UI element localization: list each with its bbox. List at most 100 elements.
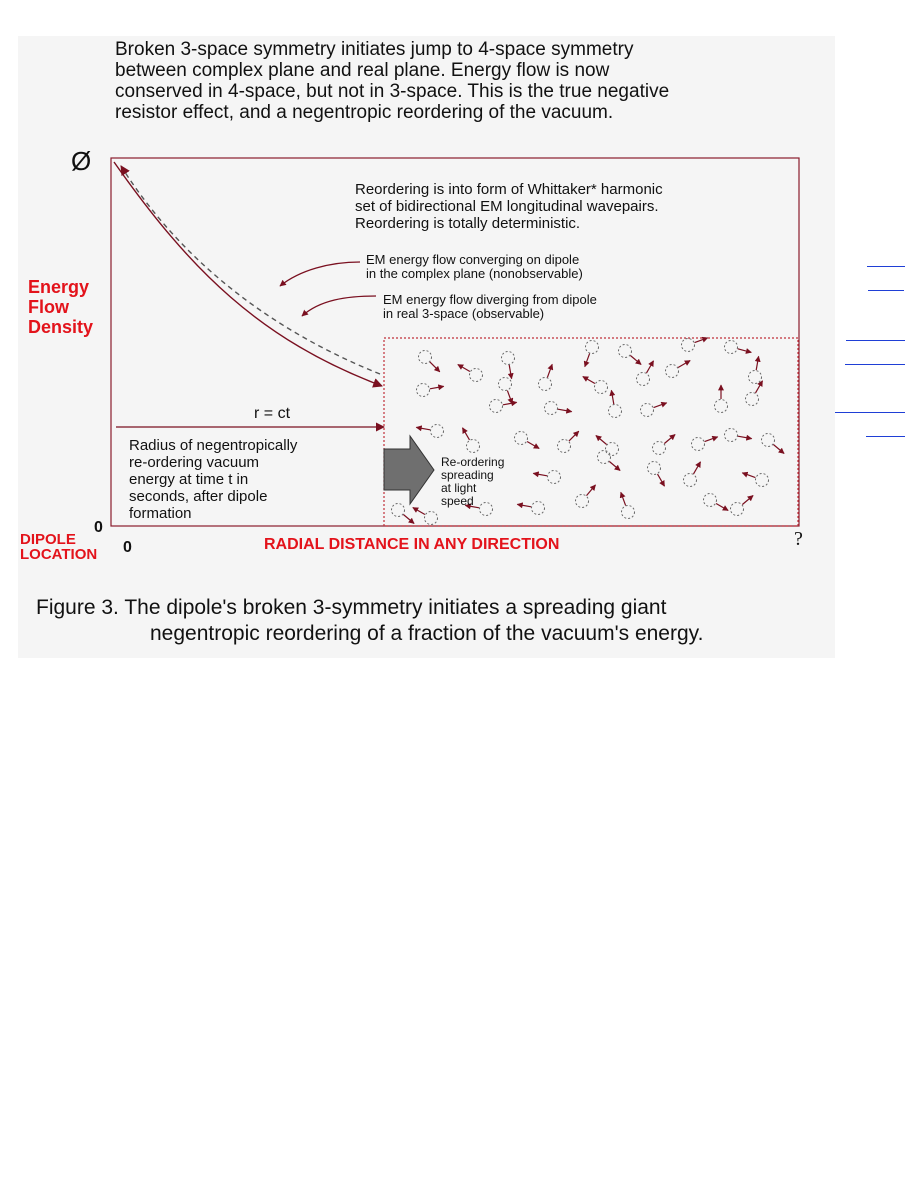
wavepair-arrow (664, 434, 676, 444)
edge-link[interactable] (835, 412, 905, 413)
wavepair-arrow (429, 384, 445, 391)
wavepair-arrow (582, 375, 596, 385)
heading-line: resistor effect, and a negentropic reord… (115, 102, 614, 123)
wavepair-circle (391, 503, 405, 517)
wavepair-circle (691, 437, 705, 451)
wavepair-circle (745, 392, 759, 406)
wavepair-arrow (645, 360, 655, 374)
x-axis-end-label: ? (794, 528, 803, 550)
spreading-block-arrow (383, 434, 435, 506)
wavepair-arrow (737, 434, 753, 441)
wavepair-arrow (694, 336, 709, 344)
wavepair-circle (557, 439, 571, 453)
wavepair-arrow (619, 491, 627, 506)
wavepair-arrow (609, 389, 616, 405)
wavepair-arrow (457, 363, 471, 373)
wavepair-arrow (557, 407, 573, 414)
wavepair-arrow (737, 348, 752, 354)
wavepair-circle (681, 338, 695, 352)
wavepair-circle (416, 383, 430, 397)
spreading-text-line: spreading (441, 468, 494, 482)
wavepair-arrow (507, 364, 514, 380)
figure-heading: Broken 3-space symmetry initiates jump t… (115, 39, 815, 123)
edge-link[interactable] (866, 436, 905, 437)
heading-line: Broken 3-space symmetry initiates jump t… (115, 39, 634, 60)
wavepair-arrow (506, 390, 514, 405)
edge-link[interactable] (867, 266, 905, 267)
wavepair-arrow (653, 401, 668, 409)
edge-link[interactable] (846, 340, 905, 341)
wavepair-arrow (630, 355, 642, 365)
diverging-label-line: in real 3-space (observable) (383, 306, 544, 321)
diverging-pointer-arrow (301, 295, 377, 317)
wavepair-circle (538, 377, 552, 391)
wavepair-circle (585, 340, 599, 354)
reordering-note-line: set of bidirectional EM longitudinal wav… (355, 198, 659, 215)
wavepair-arrow (656, 473, 666, 487)
wavepair-circle (724, 340, 738, 354)
edge-link[interactable] (845, 364, 905, 365)
wavepair-circle (594, 380, 608, 394)
wavepair-circle (575, 494, 589, 508)
wavepair-arrow (412, 506, 426, 516)
origin-x-label: 0 (123, 539, 132, 556)
reordering-note-line: Reordering is into form of Whittaker* ha… (355, 181, 663, 198)
wavepair-arrow (715, 502, 729, 512)
wavepair-arrow (741, 471, 756, 479)
wavepair-arrow (429, 361, 441, 373)
figure-caption: Figure 3. The dipole's broken 3-symmetry… (36, 595, 836, 647)
y-axis-top-symbol: Ø (71, 146, 91, 176)
wavepair-circle (665, 364, 679, 378)
wavepair-arrow (692, 461, 702, 475)
wavepair-circle (640, 403, 654, 417)
wavepair-arrow (677, 359, 691, 369)
wavepair-field (391, 336, 785, 525)
wavepair-arrow (742, 495, 754, 505)
converging-label-line: EM energy flow converging on dipole (366, 252, 579, 267)
radius-text-line: energy at time t in (129, 471, 248, 488)
wavepair-circle (683, 473, 697, 487)
wavepair-circle (618, 344, 632, 358)
wavepair-circle (479, 502, 493, 516)
wavepair-circle (621, 505, 635, 519)
wavepair-circle (748, 370, 762, 384)
wavepair-arrow (461, 427, 471, 441)
wavepair-circle (498, 377, 512, 391)
spreading-text-line: Re-ordering (441, 455, 504, 469)
reordering-region (383, 337, 799, 527)
spreading-text-line: speed (441, 494, 474, 508)
wavepair-circle (714, 399, 728, 413)
converging-pointer-arrow (279, 261, 361, 287)
edge-link[interactable] (868, 290, 904, 291)
radius-formula: r = ct (254, 405, 291, 422)
dipole-location-label: DIPOLE (20, 531, 76, 548)
wavepair-circle (430, 424, 444, 438)
wavepair-arrow (586, 484, 596, 496)
wavepair-circle (547, 470, 561, 484)
wavepair-circle (597, 450, 611, 464)
wavepair-arrow (526, 440, 540, 450)
wavepair-circle (724, 428, 738, 442)
y-axis-label-line: Flow (28, 297, 70, 317)
wavepair-arrow (609, 461, 621, 471)
wavepair-circle (418, 350, 432, 364)
wavepair-arrow (502, 400, 518, 407)
wavepair-arrow (754, 380, 764, 394)
caption-line: negentropic reordering of a fraction of … (150, 622, 704, 645)
diverging-label-line: EM energy flow diverging from dipole (383, 292, 597, 307)
wavepair-arrow (464, 503, 480, 510)
wavepair-arrow (403, 514, 415, 524)
wavepair-circle (605, 442, 619, 456)
converging-label-line: in the complex plane (nonobservable) (366, 266, 583, 281)
origin-y-label: 0 (94, 519, 103, 536)
wavepair-arrow (754, 355, 761, 371)
wavepair-arrow (516, 502, 532, 509)
radius-text-line: Radius of negentropically (129, 437, 298, 454)
reordering-note-line: Reordering is totally deterministic. (355, 215, 580, 232)
wavepair-arrow (704, 435, 719, 443)
wavepair-circle (608, 404, 622, 418)
wavepair-circle (466, 439, 480, 453)
heading-line: between complex plane and real plane. En… (115, 60, 610, 81)
wavepair-arrow (773, 444, 785, 454)
wavepair-circle (544, 401, 558, 415)
